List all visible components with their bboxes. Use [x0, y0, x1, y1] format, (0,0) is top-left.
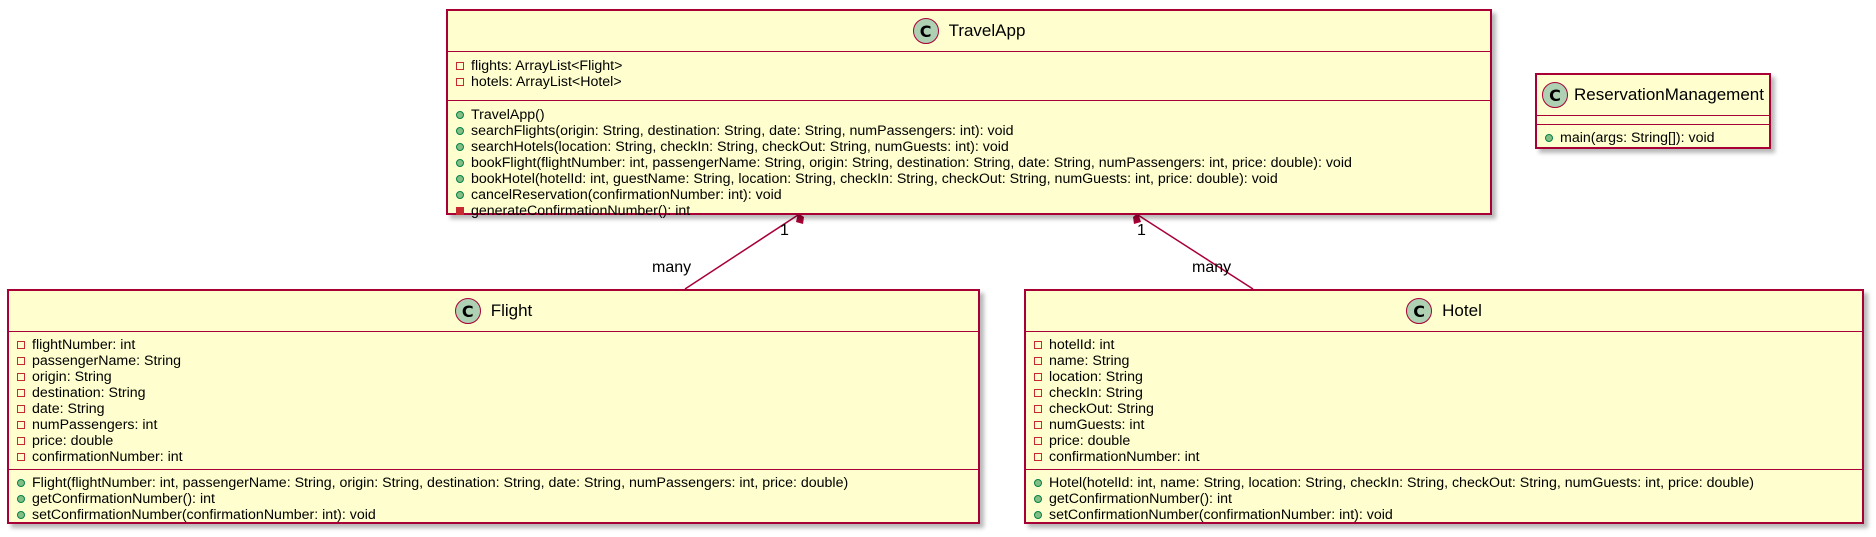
- multiplicity-label-travelapp-hotel-one: 1: [1137, 222, 1146, 239]
- attribute-row: price: double: [17, 433, 978, 449]
- private-visibility-icon: [17, 437, 25, 445]
- public-visibility-icon: [1034, 495, 1042, 503]
- private-visibility-icon: [17, 341, 25, 349]
- private-method-visibility-icon: [456, 207, 464, 215]
- attribute-row: origin: String: [17, 369, 978, 385]
- public-visibility-icon: [17, 511, 25, 519]
- private-visibility-icon: [1034, 453, 1042, 461]
- attribute-row: flightNumber: int: [17, 337, 978, 353]
- attribute-row: checkOut: String: [1034, 401, 1862, 417]
- attribute-row: hotels: ArrayList<Hotel>: [456, 74, 1490, 90]
- filled-diamond-icon: [1133, 213, 1141, 224]
- method-row: searchHotels(location: String, checkIn: …: [456, 139, 1490, 155]
- public-visibility-icon: [456, 143, 464, 151]
- class-header: C TravelApp: [448, 11, 1490, 52]
- class-header: C Flight: [9, 291, 978, 332]
- public-visibility-icon: [456, 127, 464, 135]
- public-visibility-icon: [1034, 479, 1042, 487]
- attributes-section: flights: ArrayList<Flight> hotels: Array…: [448, 52, 1490, 100]
- class-name: Flight: [490, 301, 533, 320]
- class-c-icon: C: [912, 18, 939, 44]
- public-visibility-icon: [17, 479, 25, 487]
- public-visibility-icon: [456, 175, 464, 183]
- private-visibility-icon: [1034, 357, 1042, 365]
- class-name: Hotel: [1442, 301, 1482, 320]
- attribute-row: confirmationNumber: int: [1034, 449, 1862, 465]
- attribute-row: numPassengers: int: [17, 417, 978, 433]
- attributes-section: hotelId: int name: String location: Stri…: [1026, 332, 1862, 469]
- private-visibility-icon: [17, 421, 25, 429]
- method-row: bookHotel(hotelId: int, guestName: Strin…: [456, 171, 1490, 187]
- private-visibility-icon: [1034, 389, 1042, 397]
- composition-edge-travelapp-flight: [684, 214, 799, 290]
- methods-section: main(args: String[]): void: [1537, 124, 1769, 148]
- private-visibility-icon: [1034, 437, 1042, 445]
- class-reservationmanagement[interactable]: C ReservationManagement main(args: Strin…: [1535, 73, 1771, 149]
- method-row: getConfirmationNumber(): int: [17, 491, 978, 507]
- attribute-row: price: double: [1034, 433, 1862, 449]
- attribute-row: destination: String: [17, 385, 978, 401]
- public-visibility-icon: [1545, 134, 1553, 142]
- private-visibility-icon: [1034, 341, 1042, 349]
- private-visibility-icon: [456, 62, 464, 70]
- attribute-row: passengerName: String: [17, 353, 978, 369]
- method-row: getConfirmationNumber(): int: [1034, 491, 1862, 507]
- private-visibility-icon: [1034, 373, 1042, 381]
- attribute-row: name: String: [1034, 353, 1862, 369]
- attribute-row: checkIn: String: [1034, 385, 1862, 401]
- attributes-section: flightNumber: int passengerName: String …: [9, 332, 978, 469]
- private-visibility-icon: [1034, 421, 1042, 429]
- class-header: C ReservationManagement: [1537, 75, 1769, 116]
- class-name: ReservationManagement: [1574, 85, 1764, 104]
- method-row: main(args: String[]): void: [1545, 130, 1769, 146]
- method-row: bookFlight(flightNumber: int, passengerN…: [456, 155, 1490, 171]
- class-c-icon: C: [454, 298, 481, 324]
- public-visibility-icon: [456, 111, 464, 119]
- public-visibility-icon: [17, 495, 25, 503]
- private-visibility-icon: [1034, 405, 1042, 413]
- attributes-section: [1537, 116, 1769, 124]
- method-row: cancelReservation(confirmationNumber: in…: [456, 187, 1490, 203]
- filled-diamond-icon: [796, 213, 804, 224]
- attribute-row: numGuests: int: [1034, 417, 1862, 433]
- attribute-row: confirmationNumber: int: [17, 449, 978, 465]
- class-flight[interactable]: C Flight flightNumber: int passengerName…: [7, 289, 980, 524]
- public-visibility-icon: [456, 159, 464, 167]
- method-row: Flight(flightNumber: int, passengerName:…: [17, 475, 978, 491]
- multiplicity-label-travelapp-flight-one: 1: [780, 222, 789, 239]
- private-visibility-icon: [456, 78, 464, 86]
- class-name: TravelApp: [948, 21, 1026, 40]
- private-visibility-icon: [17, 453, 25, 461]
- class-header: C Hotel: [1026, 291, 1862, 332]
- private-visibility-icon: [17, 389, 25, 397]
- class-travelapp[interactable]: C TravelApp flights: ArrayList<Flight> h…: [446, 9, 1492, 219]
- method-row: TravelApp(): [456, 107, 1490, 123]
- attribute-row: hotelId: int: [1034, 337, 1862, 353]
- method-row: searchFlights(origin: String, destinatio…: [456, 123, 1490, 139]
- attribute-row: date: String: [17, 401, 978, 417]
- private-visibility-icon: [17, 405, 25, 413]
- class-c-icon: C: [1542, 82, 1569, 108]
- method-row: Hotel(hotelId: int, name: String, locati…: [1034, 475, 1862, 491]
- method-row: setConfirmationNumber(confirmationNumber…: [17, 507, 978, 523]
- methods-section: Hotel(hotelId: int, name: String, locati…: [1026, 469, 1862, 525]
- multiplicity-label-travelapp-flight-many: many: [652, 259, 692, 276]
- class-c-icon: C: [1406, 298, 1433, 324]
- multiplicity-label-travelapp-hotel-many: many: [1192, 259, 1232, 276]
- methods-section: Flight(flightNumber: int, passengerName:…: [9, 469, 978, 525]
- class-hotel[interactable]: C Hotel hotelId: int name: String locati…: [1024, 289, 1864, 524]
- attribute-row: location: String: [1034, 369, 1862, 385]
- attribute-row: flights: ArrayList<Flight>: [456, 58, 1490, 74]
- methods-section: TravelApp() searchFlights(origin: String…: [448, 100, 1490, 221]
- private-visibility-icon: [17, 357, 25, 365]
- public-visibility-icon: [456, 191, 464, 199]
- composition-edge-travelapp-hotel: [1137, 214, 1254, 290]
- method-row: generateConfirmationNumber(): int: [456, 203, 1490, 219]
- public-visibility-icon: [1034, 511, 1042, 519]
- private-visibility-icon: [17, 373, 25, 381]
- method-row: setConfirmationNumber(confirmationNumber…: [1034, 507, 1862, 523]
